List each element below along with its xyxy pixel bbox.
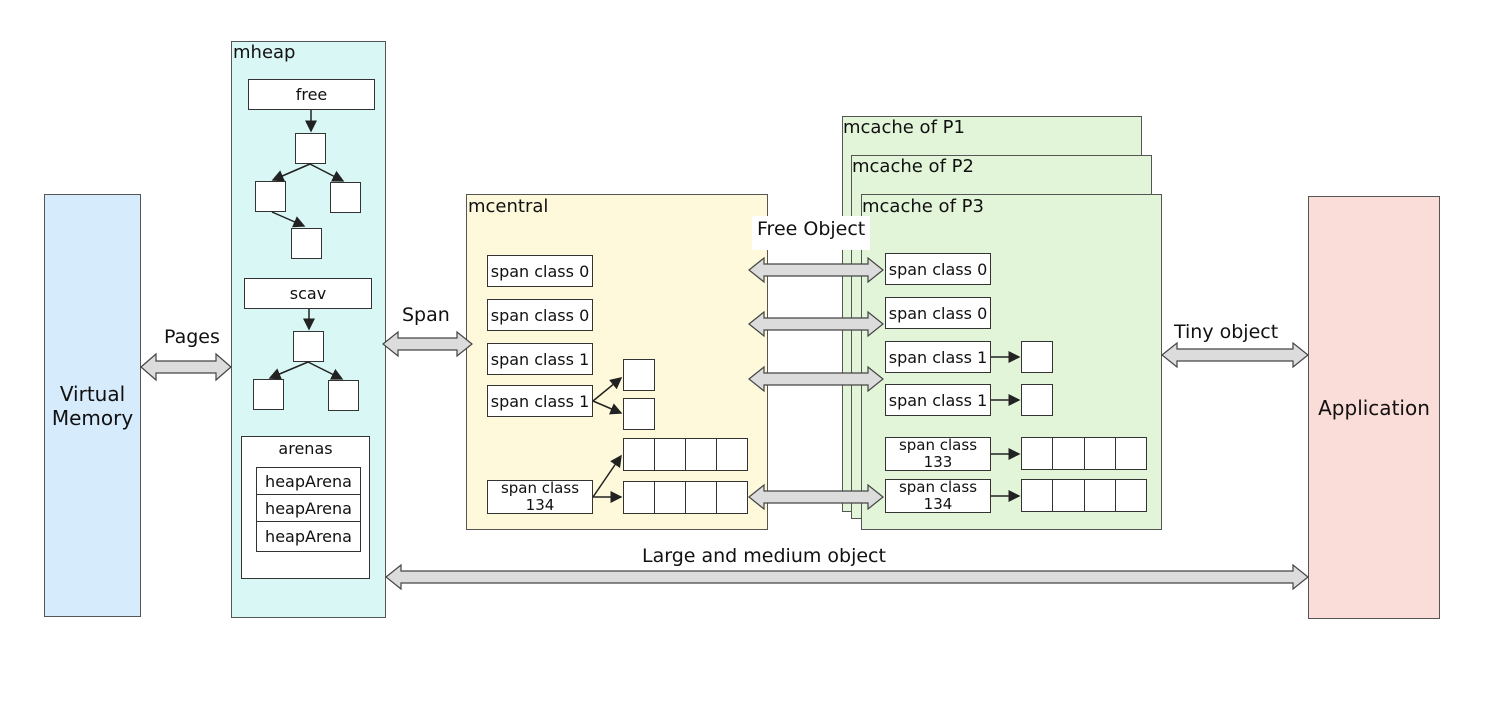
mcache-object-2	[1021, 384, 1053, 416]
mcentral-object-2	[623, 398, 655, 430]
free-tree-left	[255, 181, 286, 212]
mcache-span-class-1a: span class 1	[885, 341, 991, 373]
free-object-arrow-2	[748, 310, 884, 338]
mcentral-span-class-134: span class 134	[487, 480, 593, 514]
mcache-object-row-2	[1021, 479, 1147, 512]
tiny-object-arrow	[1161, 341, 1309, 369]
mcentral-object-row-2	[623, 481, 748, 514]
arenas-title: arenas	[278, 439, 333, 458]
mcache-p2-title: mcache of P2	[852, 156, 974, 177]
mcache-p3-title: mcache of P3	[862, 196, 984, 217]
mheap-title: mheap	[233, 42, 296, 63]
pages-arrow	[140, 352, 232, 382]
mcentral-span-class-1a: span class 1	[487, 343, 593, 375]
mcache-p1-title: mcache of P1	[843, 117, 965, 138]
mcentral-object-1	[623, 359, 655, 391]
mcache-span-class-0b: span class 0	[885, 297, 991, 329]
span-arrow	[382, 330, 473, 358]
heap-arena-3: heapArena	[256, 521, 361, 552]
mcentral-span-class-1b: span class 1	[487, 385, 593, 417]
mcache-object-row-1	[1021, 437, 1147, 470]
heap-arena-1: heapArena	[256, 467, 361, 495]
scav-box: scav	[244, 278, 372, 309]
large-medium-object-label: Large and medium object	[642, 545, 886, 567]
free-tree-right	[330, 182, 361, 213]
free-tree-leaf	[291, 228, 322, 259]
mcache-span-class-1b: span class 1	[885, 384, 991, 416]
mcache-span-class-0a: span class 0	[885, 253, 991, 285]
virtual-memory-block: Virtual Memory	[44, 194, 141, 617]
free-object-label: Free Object	[752, 216, 871, 250]
tiny-object-label: Tiny object	[1174, 321, 1279, 343]
pages-label: Pages	[164, 326, 220, 348]
free-object-arrow-1	[748, 256, 884, 284]
scav-tree-right	[328, 380, 359, 411]
free-object-arrow-4	[748, 483, 884, 511]
span-label: Span	[402, 304, 450, 326]
scav-tree-left	[253, 379, 284, 410]
mcache-span-class-134: span class 134	[885, 479, 991, 513]
free-object-arrow-3	[748, 365, 884, 393]
mcache-span-class-133: span class 133	[885, 437, 991, 471]
mcentral-object-row-1	[623, 438, 748, 471]
free-box: free	[248, 79, 375, 110]
large-medium-object-arrow	[385, 563, 1309, 591]
mcentral-span-class-0a: span class 0	[487, 255, 593, 287]
application-block: Application	[1308, 196, 1440, 619]
mcache-object-1	[1021, 341, 1053, 373]
mcentral-span-class-0b: span class 0	[487, 299, 593, 331]
mcentral-title: mcentral	[468, 196, 549, 217]
